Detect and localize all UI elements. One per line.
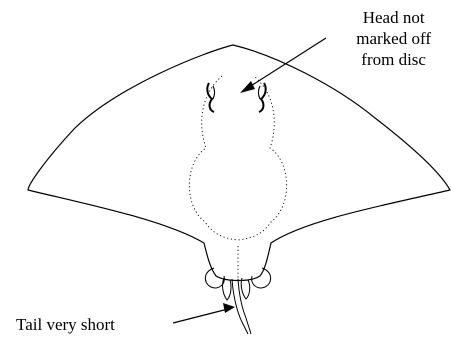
head-label-line-2: marked off — [356, 28, 431, 49]
tail-arrow — [173, 303, 235, 323]
tail-annotation-label: Tail very short — [16, 314, 115, 335]
clasper-right — [241, 278, 250, 299]
head-label-line-1: Head not — [356, 7, 431, 28]
eye-left — [207, 83, 214, 112]
head-annotation-label: Head not marked off from disc — [356, 7, 431, 70]
disc-outline — [28, 45, 450, 281]
body-dotted-outline — [189, 76, 286, 240]
head-label-line-3: from disc — [356, 49, 431, 70]
head-arrow — [240, 38, 326, 93]
eye-right — [259, 83, 266, 112]
